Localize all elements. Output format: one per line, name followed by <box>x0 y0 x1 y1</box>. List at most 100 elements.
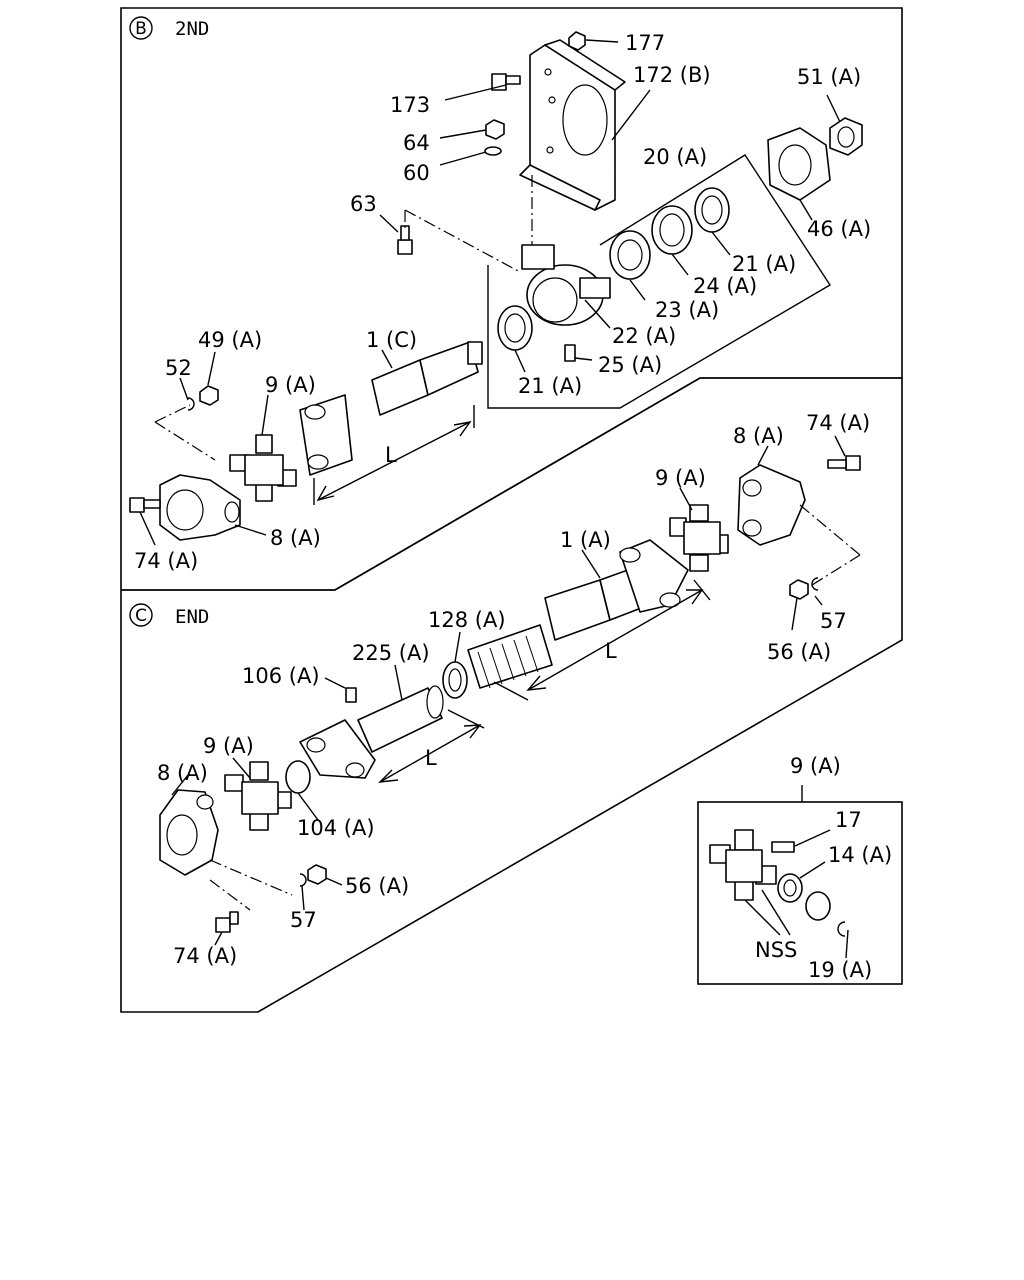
nut-49 <box>199 385 219 406</box>
callout-14a: 14 (A) <box>828 843 892 867</box>
section-b-letter: B <box>135 19 147 39</box>
grease-fitting-25 <box>564 344 576 362</box>
seal-21-upper <box>694 187 730 233</box>
inset-seal-14 <box>777 873 803 903</box>
nut-64 <box>485 119 505 140</box>
callout-177: 177 <box>625 31 665 55</box>
callout-106a: 106 (A) <box>242 664 320 688</box>
bolt-74-c-top <box>827 455 861 471</box>
shaft-1c <box>299 341 483 476</box>
inset-snap-ring-19 <box>837 921 846 937</box>
callout-63: 63 <box>350 192 377 216</box>
section-b-title: 2ND <box>175 18 209 40</box>
callout-74a-c-bot: 74 (A) <box>173 944 237 968</box>
flange-yoke-8-c-left <box>159 789 219 876</box>
callout-225a: 225 (A) <box>352 641 430 665</box>
bolt-74-c-bot <box>215 911 239 933</box>
nut-51 <box>829 117 863 156</box>
callout-21a-top: 21 (A) <box>732 252 796 276</box>
callout-17: 17 <box>835 808 862 832</box>
bearing-group-bracket <box>487 154 831 409</box>
section-b-label: B 2ND <box>129 16 209 40</box>
callout-128a: 128 (A) <box>428 608 506 632</box>
grease-fitting-106 <box>345 687 357 703</box>
callout-51a: 51 (A) <box>797 65 861 89</box>
seal-128 <box>442 661 468 699</box>
u-joint-9-c-top <box>669 504 729 572</box>
snap-ring-57-left <box>299 873 307 887</box>
flange-46 <box>767 127 831 201</box>
bolt-74-b <box>129 497 161 513</box>
shaft-1a <box>544 539 689 641</box>
callout-60: 60 <box>403 161 430 185</box>
dimension-l-c2 <box>378 709 485 783</box>
callout-9a-c-left: 9 (A) <box>203 734 254 758</box>
callout-23a: 23 (A) <box>655 298 719 322</box>
callout-49a: 49 (A) <box>198 328 262 352</box>
dim-l-c2: L <box>425 746 437 770</box>
callout-25a: 25 (A) <box>598 353 662 377</box>
callout-8a-b: 8 (A) <box>270 526 321 550</box>
seal-21-lower <box>497 305 533 351</box>
callout-56a-left: 56 (A) <box>345 874 409 898</box>
callout-1c: 1 (C) <box>366 328 417 352</box>
callout-57-left: 57 <box>290 908 317 932</box>
washer-60 <box>484 146 502 156</box>
callout-9a-b: 9 (A) <box>265 373 316 397</box>
dimension-l-c1 <box>493 579 711 701</box>
nut-177 <box>568 31 586 51</box>
leaders-b <box>139 39 841 546</box>
callout-57-right: 57 <box>820 609 847 633</box>
nut-56-right <box>789 579 809 600</box>
callout-8a-c-left: 8 (A) <box>157 761 208 785</box>
callout-74a-c-top: 74 (A) <box>806 411 870 435</box>
callout-24a: 24 (A) <box>693 274 757 298</box>
section-c-frame <box>120 377 903 1013</box>
callout-74a-b: 74 (A) <box>134 549 198 573</box>
callout-19a: 19 (A) <box>808 958 872 982</box>
callout-9a-c-top: 9 (A) <box>655 466 706 490</box>
bearing-23 <box>609 230 651 280</box>
nut-56-left <box>307 864 327 885</box>
leaders-c <box>171 435 861 946</box>
callout-173: 173 <box>390 93 430 117</box>
bolt-63 <box>397 225 413 255</box>
u-joint-9-b <box>229 434 297 502</box>
snap-ring-52 <box>187 397 195 411</box>
section-c-letter: C <box>135 606 147 626</box>
callout-8a-c-top: 8 (A) <box>733 424 784 448</box>
flange-yoke-8-b <box>159 474 241 541</box>
inset-header: 9 (A) <box>790 754 841 778</box>
callout-172b: 172 (B) <box>633 63 711 87</box>
center-bearing-22 <box>521 244 611 326</box>
bracket-part <box>519 39 626 211</box>
u-joint-9-c-left <box>224 761 292 831</box>
dim-l-c1: L <box>605 639 617 663</box>
callout-104a: 104 (A) <box>297 816 375 840</box>
dim-l-b: L <box>385 443 397 467</box>
flange-yoke-8-c-top <box>737 464 806 546</box>
slinger-24 <box>651 205 693 255</box>
inset-bearing-cup <box>805 891 831 921</box>
callout-52: 52 <box>165 356 192 380</box>
leaders-inset <box>744 785 849 959</box>
callout-nss: NSS <box>755 938 797 962</box>
callout-1a: 1 (A) <box>560 528 611 552</box>
callout-56a-right: 56 (A) <box>767 640 831 664</box>
inset-u-joint <box>709 829 777 901</box>
callout-46a: 46 (A) <box>807 217 871 241</box>
spline-shaft <box>467 624 553 689</box>
callout-20a: 20 (A) <box>643 145 707 169</box>
callout-64: 64 <box>403 131 430 155</box>
dimension-l-b <box>313 405 475 505</box>
callout-22a: 22 (A) <box>612 324 676 348</box>
section-c-title: END <box>175 606 209 628</box>
callout-21a-bot: 21 (A) <box>518 374 582 398</box>
plug-104 <box>285 760 311 794</box>
slip-yoke-225 <box>299 685 444 779</box>
inset-frame <box>697 801 903 985</box>
section-c-label: C END <box>129 603 209 628</box>
inset-fitting-17 <box>771 841 795 853</box>
snap-ring-57-right <box>811 577 819 591</box>
